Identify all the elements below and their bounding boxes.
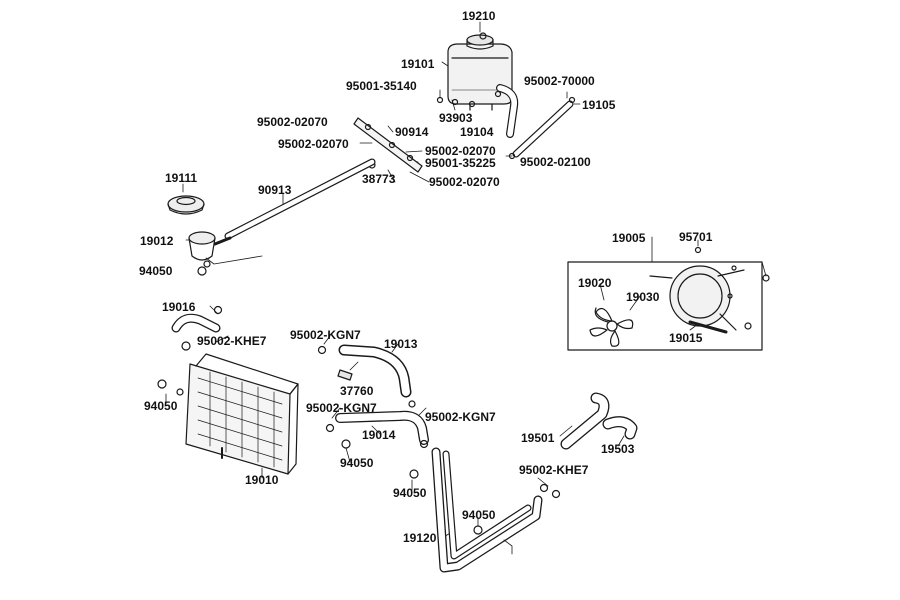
part-label-95002-02100: 95002-02100 [520,155,591,169]
part-label-19105: 19105 [582,98,616,112]
part-label-90914: 90914 [395,125,429,139]
nut-94050-c-drawing [341,439,351,449]
fan-shroud-drawing [649,265,745,334]
part-label-95002-khe7-a: 95002-KHE7 [197,334,267,348]
reservoir-tank-drawing [447,43,513,111]
part-label-19015: 19015 [669,331,703,345]
part-label-95002-02070-a: 95002-02070 [257,115,328,129]
bolt-drawing [176,388,184,396]
part-label-19101: 19101 [401,57,435,71]
hose-19503-drawing [602,416,638,440]
long-hose-drawing [224,158,376,240]
part-label-93903: 93903 [439,111,473,125]
tank-clamps-drawing [436,90,502,108]
part-label-19005: 19005 [612,231,646,245]
part-label-94050-b: 94050 [144,399,178,413]
part-label-94050-c: 94050 [340,456,374,470]
part-label-95002-02070-d: 95002-02070 [429,175,500,189]
part-label-19016: 19016 [162,300,196,314]
nut-94050-e-drawing [473,525,483,535]
part-label-19120: 19120 [403,531,437,545]
part-label-95001-35140: 95001-35140 [346,79,417,93]
part-label-37760: 37760 [340,384,374,398]
part-label-95002-kgn7-a: 95002-KGN7 [290,328,361,342]
fan-blade-drawing [589,307,634,347]
part-label-19010: 19010 [245,473,279,487]
breather-hose-drawing [508,96,576,160]
radiator-cap-drawing [167,195,205,215]
pipe-19120-drawing [431,447,543,573]
part-label-94050-d: 94050 [393,486,427,500]
part-label-95002-kgn7-c: 95002-KGN7 [425,410,496,424]
hose-19501-drawing [560,392,610,450]
nut-94050-a-drawing [197,266,207,276]
nut-94050-b-drawing [157,379,167,389]
overflow-hose-drawing [496,84,519,138]
part-label-95701: 95701 [679,230,713,244]
sensor-37760-drawing [337,369,353,381]
hose-19013-drawing [317,344,412,398]
part-label-19012: 19012 [140,234,174,248]
clamps-khe7-b-drawing [539,483,561,499]
part-label-94050-a: 94050 [139,264,173,278]
part-label-95002-kgn7-b: 95002-KGN7 [306,401,377,415]
filler-neck-drawing [188,231,263,268]
fan-assembly-box [567,261,767,351]
part-label-95002-khe7-b: 95002-KHE7 [519,463,589,477]
part-label-95002-02070-b: 95002-02070 [278,137,349,151]
part-label-94050-e: 94050 [462,508,496,522]
fan-screws-drawing [694,246,770,330]
part-label-19210: 19210 [462,9,496,23]
reservoir-cap-drawing [466,32,494,50]
part-label-19020: 19020 [578,276,612,290]
part-label-19030: 19030 [626,290,660,304]
part-label-19014: 19014 [362,428,396,442]
part-label-19111: 19111 [165,171,198,185]
part-label-90913: 90913 [258,183,292,197]
radiator-hose-19016-drawing [171,305,223,351]
part-label-95001-35225: 95001-35225 [425,156,496,170]
part-label-19501: 19501 [521,431,555,445]
part-label-95002-02070-c: 95002-02070 [425,144,496,158]
radiator-drawing [185,353,299,475]
hose-19014-drawing [325,400,429,449]
part-label-38773: 38773 [362,172,396,186]
part-label-95002-70000: 95002-70000 [524,74,595,88]
part-label-19104: 19104 [460,125,494,139]
part-label-19503: 19503 [601,442,635,456]
part-label-19013: 19013 [384,337,418,351]
nut-94050-d-drawing [409,469,419,479]
